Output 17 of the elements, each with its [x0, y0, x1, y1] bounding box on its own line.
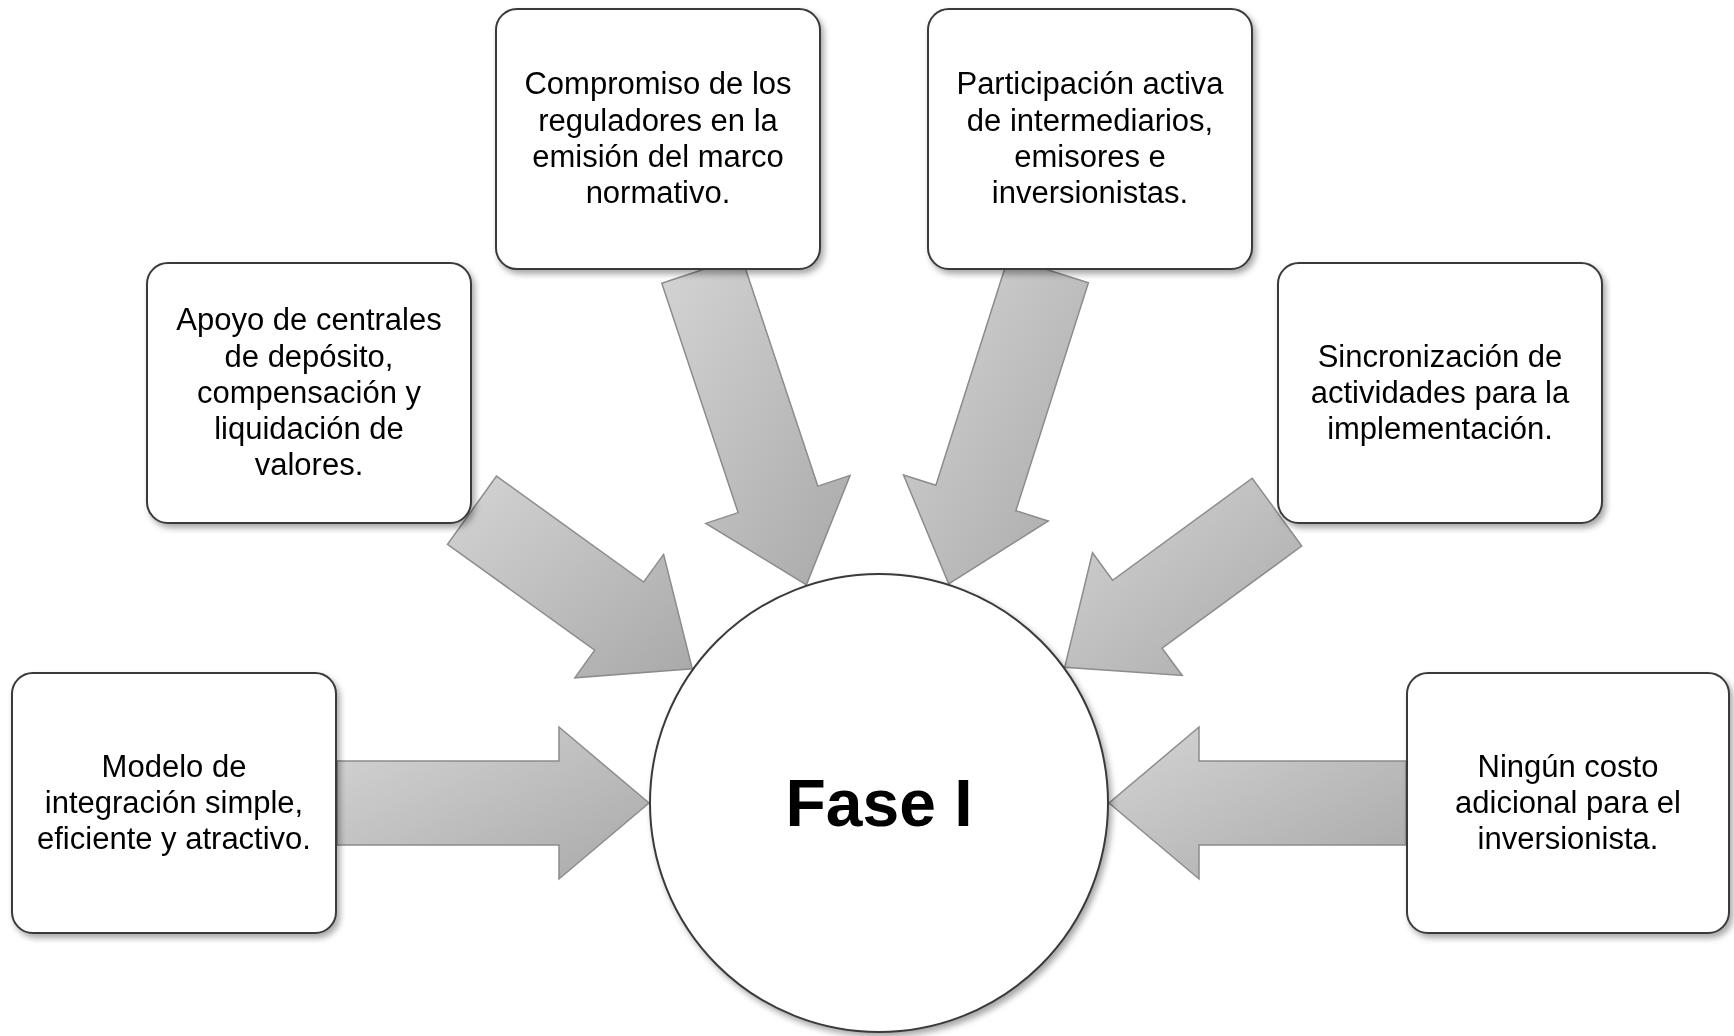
box-text: Compromiso de los reguladores en la emisión del marco normativo. — [523, 66, 793, 212]
block-arrow — [336, 725, 651, 881]
text-box — [11, 672, 337, 934]
box-text: Sincronización de actividades para la implementación. — [1309, 338, 1571, 448]
block-arrow — [1063, 477, 1303, 677]
text-box — [1277, 262, 1603, 524]
text-box — [1406, 672, 1730, 934]
text-box — [927, 8, 1253, 270]
text-box — [146, 262, 472, 524]
box-text: Apoyo de centrales de depósito, compensación y liquidación de valores. — [175, 302, 443, 484]
phase-title: Fase I — [785, 770, 973, 836]
box-text: Modelo de integración simple, eficiente y atractivo. — [36, 748, 312, 858]
box-text: Participación activa de intermediarios, emisores e inversionistas. — [955, 66, 1225, 212]
block-arrow — [1107, 725, 1407, 881]
box-text: Ningún costo adicional para el inversionista. — [1454, 748, 1682, 858]
text-box — [495, 8, 821, 270]
block-arrow — [446, 475, 694, 679]
